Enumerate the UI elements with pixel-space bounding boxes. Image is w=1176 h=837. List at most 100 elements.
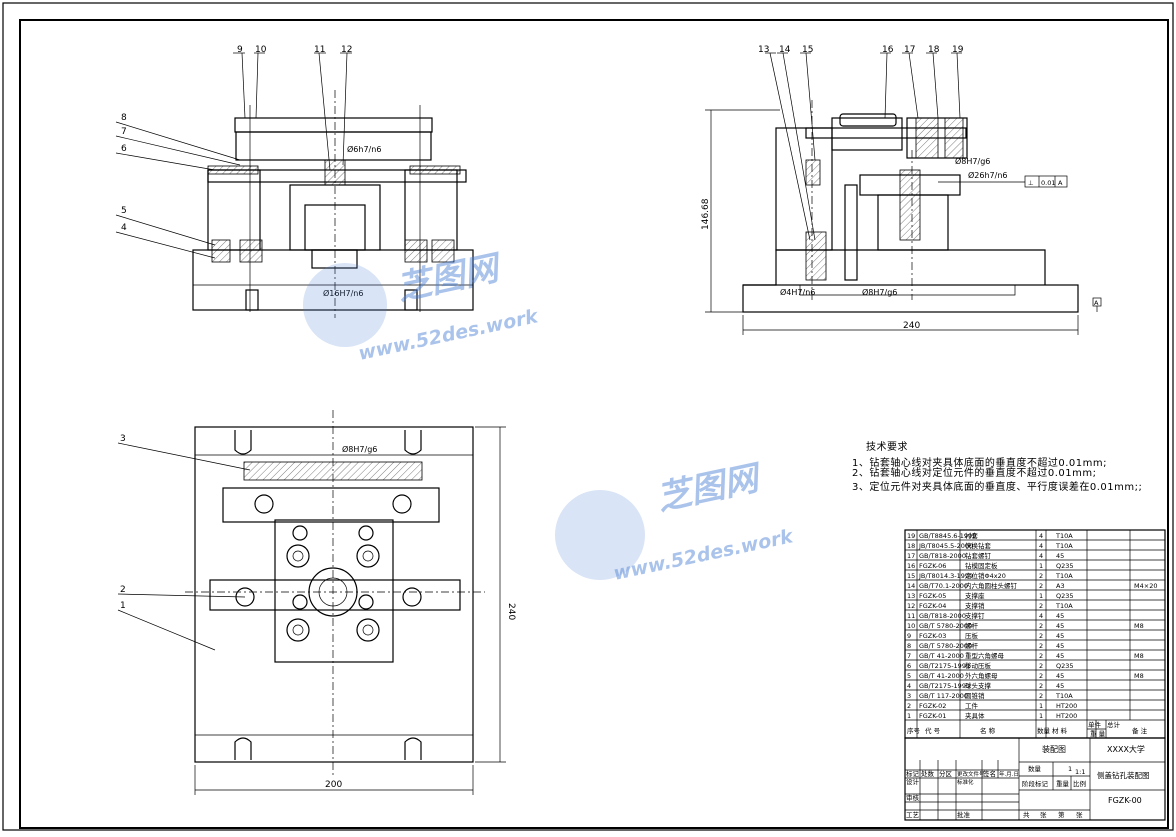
part-label: 4 [121, 223, 127, 233]
bom-cell-qty: 2 [1039, 572, 1043, 580]
bom-cell-name: 钻模固定板 [965, 561, 998, 570]
bom-cell-no: 1 [907, 712, 911, 720]
bom-cell-mat: 45 [1056, 552, 1064, 560]
bom-cell-name: 支撑销 [965, 601, 985, 610]
bom-cell-name: 压板 [965, 631, 979, 640]
parts-list-table [904, 529, 1166, 739]
bom-cell-mat: Q235 [1056, 662, 1074, 670]
bom-cell-code: GB/T2175-1991 [919, 682, 970, 690]
sheet-label: 张 [1076, 810, 1083, 819]
bom-cell-mat: T10A [1055, 692, 1073, 700]
rev-label: 签名 [983, 769, 996, 778]
bom-cell-note: M8 [1134, 672, 1144, 680]
bom-cell-name: 衬套 [965, 531, 979, 540]
bom-cell-mat: A3 [1056, 582, 1065, 590]
bom-cell-name: 球头支撑 [965, 681, 992, 690]
bom-cell-name: 支撑钉 [965, 611, 985, 620]
bom-cell-code: FGZK-04 [919, 602, 946, 610]
dimension-width: 200 [325, 780, 342, 790]
part-label: 17 [904, 45, 915, 55]
bom-cell-mat: 45 [1056, 682, 1064, 690]
role-label: 审核 [906, 793, 920, 802]
part-label: 15 [802, 45, 813, 55]
bom-cell-qty: 4 [1039, 552, 1043, 560]
bom-cell-name: 定位销Φ4x20 [965, 571, 1006, 580]
bom-cell-note: M8 [1134, 622, 1144, 630]
scale-value: 1:1 [1075, 768, 1085, 776]
bom-cell-mat: T10A [1055, 542, 1073, 550]
bom-cell-name: 重型六角螺母 [965, 651, 1005, 660]
bom-cell-mat: T10A [1055, 602, 1073, 610]
bom-cell-qty: 4 [1039, 612, 1043, 620]
bom-cell-no: 6 [907, 662, 911, 670]
bom-cell-code: JB/T8045.5-2000 [918, 542, 973, 550]
bom-cell-mat: HT200 [1056, 712, 1077, 720]
bom-cell-code: JB/T8014.3-1999 [918, 572, 973, 580]
bom-cell-code: GB/T2175-1991 [919, 662, 970, 670]
bom-cell-mat: 45 [1056, 642, 1064, 650]
front-view [115, 52, 474, 318]
watermark-1: 芝图网 www.52des.work [303, 247, 541, 365]
bom-cell-qty: 2 [1039, 652, 1043, 660]
bom-cell-note: M8 [1134, 652, 1144, 660]
rev-label: 分区 [939, 769, 953, 778]
bom-header: 重 量 [1090, 730, 1106, 738]
part-label: 8 [121, 113, 127, 123]
bom-cell-qty: 4 [1039, 532, 1043, 540]
inner-border [19, 19, 1169, 829]
part-label: 2 [120, 585, 126, 595]
bom-cell-no: 10 [907, 622, 915, 630]
role-label: 批准 [957, 810, 971, 819]
bom-cell-no: 12 [907, 602, 915, 610]
bom-cell-code: FGZK-03 [919, 632, 946, 640]
bom-cell-qty: 2 [1039, 632, 1043, 640]
bom-cell-name: 螺杆 [965, 641, 979, 650]
role-label: 工艺 [906, 811, 920, 819]
bom-cell-code: GB/T70.1-2000 [919, 582, 968, 590]
requirements-title: 技术要求 [866, 440, 908, 453]
bom-cell-qty: 2 [1039, 642, 1043, 650]
requirement-item: 3、定位元件对夹具体底面的垂直度、平行度误差在0.01mm;; [852, 480, 1142, 493]
dimension-height: 146.68 [701, 198, 711, 230]
bom-cell-mat: 45 [1056, 622, 1064, 630]
bom-cell-mat: T10A [1055, 572, 1073, 580]
sheet-label: 第 [1058, 810, 1065, 819]
bom-cell-qty: 1 [1039, 562, 1043, 570]
fit-annotation: Ø16H7/n6 [323, 288, 363, 298]
part-label: 18 [928, 45, 940, 55]
bom-cell-no: 15 [907, 572, 915, 580]
bom-cell-code: GB/T 117-2000 [919, 692, 968, 700]
bom-cell-name: 夹具体 [965, 711, 985, 720]
bom-header: 数量 [1037, 726, 1051, 735]
bom-cell-mat: 45 [1056, 672, 1064, 680]
bom-cell-qty: 1 [1039, 592, 1043, 600]
bom-cell-qty: 2 [1039, 622, 1043, 630]
fit-annotation: Ø8H7/g6 [862, 287, 897, 297]
bom-header: 单件 [1088, 720, 1102, 729]
bom-cell-no: 17 [907, 552, 915, 560]
bom-cell-qty: 1 [1039, 702, 1043, 710]
fit-annotation: Ø8H7/g6 [342, 444, 377, 454]
bom-cell-code: GB/T818-2000 [919, 552, 966, 560]
dimension-height: 240 [506, 603, 516, 620]
bom-cell-code: GB/T 41-2000 [919, 652, 964, 660]
part-label: 1 [120, 601, 126, 611]
bom-header: 材 料 [1052, 726, 1068, 735]
bom-cell-name: 支撑座 [965, 591, 985, 600]
part-label: 9 [237, 45, 243, 55]
bom-cell-name: 工件 [965, 701, 979, 710]
bom-cell-code: GB/T8845.6-1999 [919, 532, 976, 540]
bom-cell-no: 2 [907, 702, 911, 710]
bom-cell-code: GB/T 5780-2000 [919, 642, 972, 650]
fit-annotation: Ø8H7/g6 [955, 156, 990, 166]
bom-cell-name: 螺杆 [965, 621, 979, 630]
bom-cell-code: FGZK-01 [919, 712, 946, 720]
fit-annotation: Ø4H7/n6 [780, 287, 815, 297]
bom-cell-name: 外六角螺母 [965, 671, 998, 680]
part-title: 侧盖钻孔装配图 [1097, 770, 1150, 780]
bom-cell-qty: 2 [1039, 662, 1043, 670]
